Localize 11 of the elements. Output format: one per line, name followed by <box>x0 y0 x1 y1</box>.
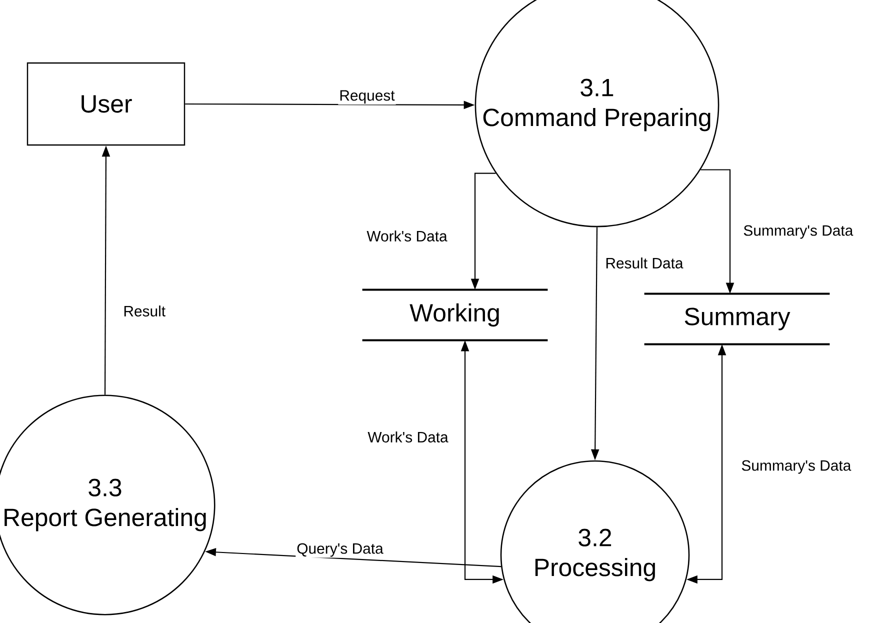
edge-label: Request <box>338 89 396 105</box>
entity-box: User <box>26 62 186 146</box>
data-store: Summary <box>644 292 830 346</box>
edge-label: Summary's Data <box>740 459 852 475</box>
edge-label: Result <box>122 304 167 318</box>
data-store: Working <box>362 288 548 342</box>
edge-label: Result Data <box>604 256 684 270</box>
edge-label: Work's Data <box>366 430 450 444</box>
edge-label: Work's Data <box>366 230 448 242</box>
edge-label: Summary's Data <box>742 224 854 240</box>
edge-label: Query's Data <box>296 542 384 558</box>
